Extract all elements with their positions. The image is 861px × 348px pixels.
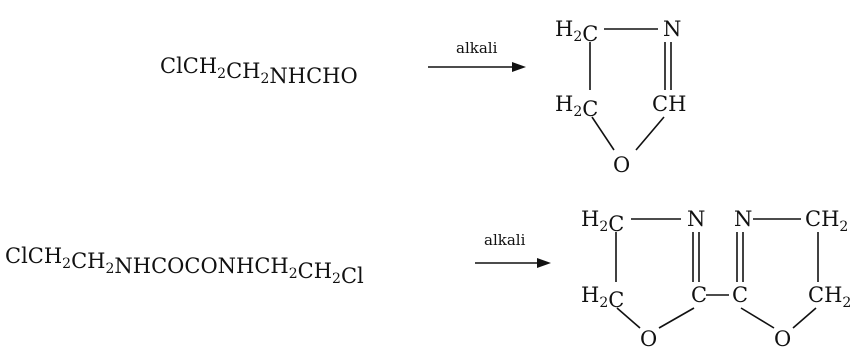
reaction-2-reactant: ClCH2CH2NHCOCONHCH2CH2Cl: [5, 244, 364, 288]
ring2l-atom-h2c-bottom: H2C: [581, 283, 624, 312]
ring1-bond-c-o: [591, 116, 615, 151]
ring1-bond-ch-o: [635, 116, 665, 151]
ring2r-atom-o: O: [774, 327, 791, 348]
reaction-1-reactant: ClCH2CH2NHCHO: [160, 54, 358, 88]
ring2l-bond-c-o: [616, 307, 641, 329]
ring2r-bond-c2-o: [740, 307, 775, 329]
oxazoline-ring: H2C N H2C CH O: [555, 17, 686, 177]
ring1-atom-n: N: [663, 17, 681, 41]
reaction-1-condition: alkali: [456, 39, 498, 57]
ring2l-atom-o: O: [640, 327, 657, 348]
ring1-atom-h2c-bottom: H2C: [555, 92, 598, 121]
ring2r-atom-ch2-top: CH2: [805, 207, 848, 235]
bioxazoline: H2C N H2C C O N CH2 C CH2 O: [581, 207, 851, 348]
reaction-2-arrow-head: [537, 258, 551, 268]
ring1-atom-h2c-top: H2C: [555, 17, 598, 46]
ring1-atom-ch: CH: [652, 92, 686, 116]
reaction-2-condition: alkali: [484, 231, 526, 249]
reaction-1-arrow-head: [512, 62, 526, 72]
ring2r-atom-n: N: [734, 207, 752, 231]
ring2l-atom-n: N: [687, 207, 705, 231]
ring2r-bond-c-o: [792, 307, 817, 329]
ring2r-atom-c2: C: [732, 283, 748, 307]
ring2l-atom-c2: C: [691, 283, 707, 307]
ring2l-bond-c2-o: [658, 307, 695, 329]
ring2l-atom-h2c-top: H2C: [581, 207, 624, 236]
ring2r-atom-ch2-bottom: CH2: [808, 283, 851, 311]
ring1-atom-o: O: [613, 153, 630, 177]
